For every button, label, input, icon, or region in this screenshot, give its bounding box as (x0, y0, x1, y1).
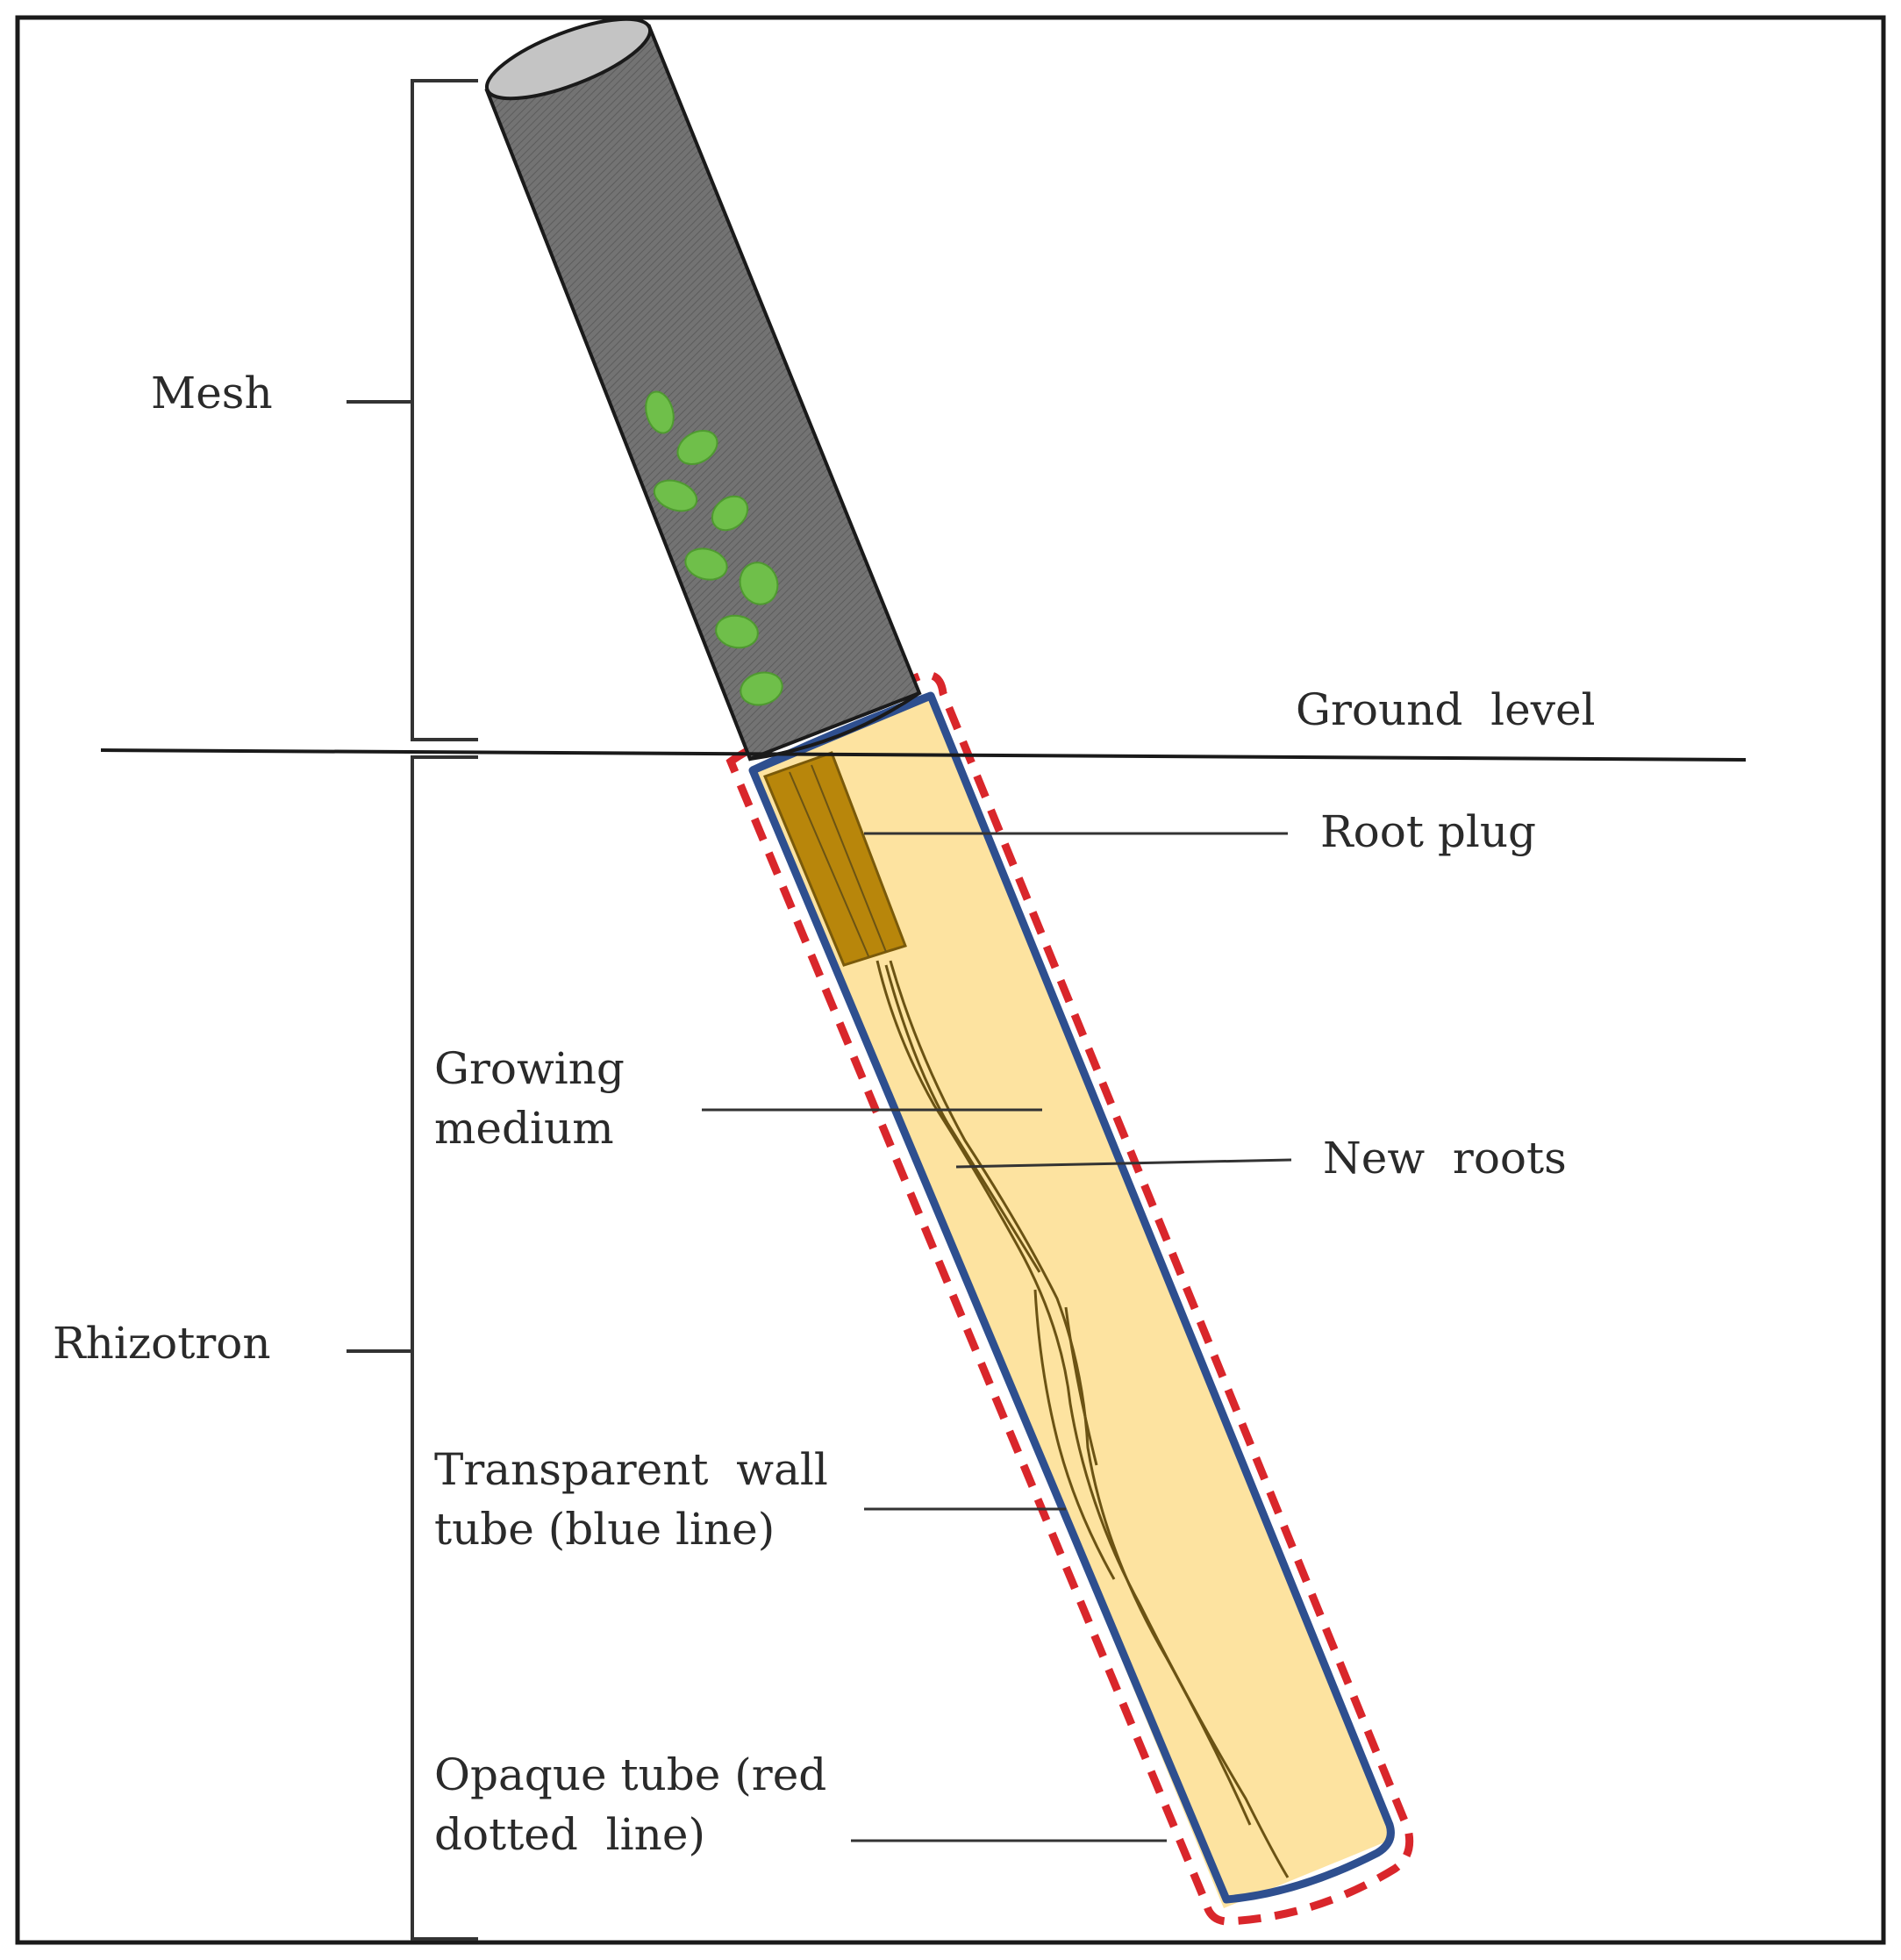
ground-level-label: Ground level (1296, 684, 1596, 735)
transparent-tube-outline (748, 691, 1395, 1904)
mesh-label: Mesh (151, 368, 273, 418)
transparent-wall-label-line2: tube (blue line) (434, 1504, 775, 1555)
transparent-tube-top-rim (751, 691, 933, 775)
growing-medium-label-line1: Growing (434, 1043, 625, 1094)
transparent-wall-label-line1: Transparent wall (434, 1444, 828, 1495)
rhizotron-bracket (411, 755, 478, 1941)
opaque-tube-label-line2: dotted line) (434, 1809, 705, 1860)
root-plug-line (789, 771, 869, 957)
mesh-cylinder-top (484, 17, 653, 101)
opaque-tube-outline (725, 670, 1414, 1926)
opaque-tube-label-line1: Opaque tube (red (434, 1749, 826, 1800)
root-plug-label: Root plug (1320, 806, 1536, 857)
new-roots (875, 960, 1290, 1878)
rhizotron-label: Rhizotron (53, 1318, 271, 1369)
new-roots-label: New roots (1323, 1133, 1567, 1184)
mesh-bracket (411, 79, 478, 741)
new-roots-leader (955, 1158, 1292, 1169)
ground-level-line (100, 748, 1747, 762)
growing-medium-label-line2: medium (434, 1103, 614, 1154)
growing-medium-body (754, 697, 1395, 1908)
plant-leaves (645, 390, 783, 706)
root-plug-line (811, 764, 887, 953)
